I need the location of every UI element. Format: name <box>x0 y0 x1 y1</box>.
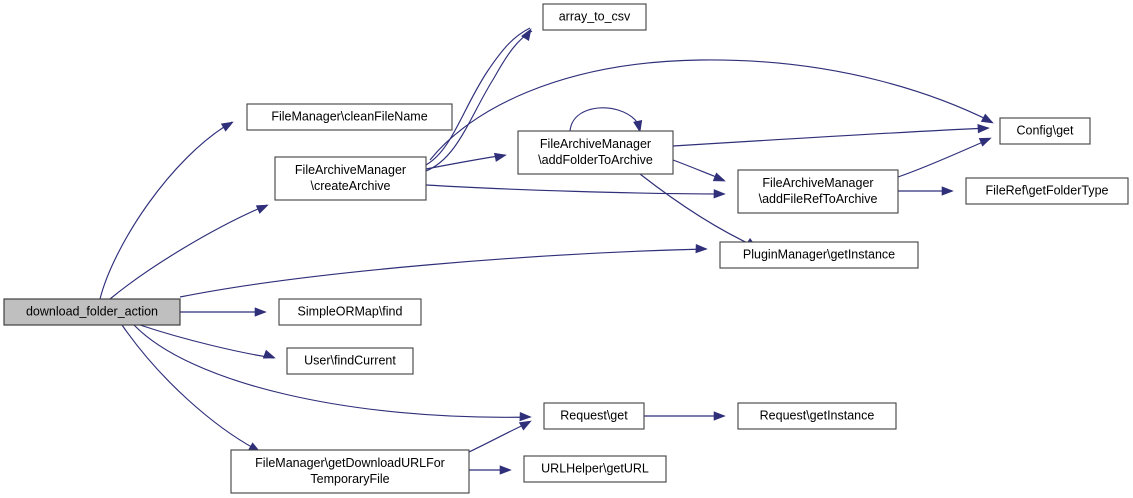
node-label-getDownloadURLForTemporaryFile: FileManager\getDownloadURLFor <box>255 456 445 470</box>
node-box-requestGet[interactable] <box>543 402 645 430</box>
node-box-download_folder_action[interactable] <box>3 298 181 326</box>
arrowhead <box>633 119 643 133</box>
arrowhead <box>262 349 276 359</box>
node-box-urlHelperGetURL[interactable] <box>523 455 667 483</box>
node-box-simpleORMapFind[interactable] <box>278 298 422 326</box>
edge-download_folder_action-to-getDownloadURLForTemporaryFile <box>121 324 260 452</box>
arrowhead <box>255 204 269 214</box>
edge-createArchive-to-configGet <box>429 59 993 161</box>
node-box-pluginManagerGetInstance[interactable] <box>719 241 919 269</box>
arrowhead <box>941 186 954 196</box>
node-label-array_to_csv: array_to_csv <box>559 9 631 23</box>
node-label-addFolderToArchive: FileArchiveManager <box>540 137 651 151</box>
node-box-array_to_csv[interactable] <box>542 3 647 31</box>
arrowhead <box>493 152 507 162</box>
arrowhead <box>977 123 990 134</box>
node-createArchive[interactable]: FileArchiveManager \createArchive <box>274 156 427 201</box>
node-getFolderType[interactable]: FileRef\getFolderType <box>965 177 1129 205</box>
edge-addFileRefToArchive-to-configGet <box>897 138 991 178</box>
node-label-cleanFileName: FileManager\cleanFileName <box>271 109 427 123</box>
node-urlHelperGetURL[interactable]: URLHelper\getURL <box>523 455 667 483</box>
arrowhead <box>712 172 726 182</box>
node-box-requestGetInstance[interactable] <box>737 402 897 430</box>
edge-createArchive-to-array_to_csv <box>425 30 533 172</box>
node-box-configGet[interactable] <box>999 117 1091 145</box>
edge-addFolderToArchive-to-pluginManagerGetInstance <box>639 173 757 248</box>
arrowhead <box>519 411 532 422</box>
edge-download_folder_action-to-requestGet <box>133 324 531 418</box>
arrowhead <box>518 420 532 431</box>
node-label-urlHelperGetURL: URLHelper\getURL <box>541 461 649 475</box>
node-addFolderToArchive[interactable]: FileArchiveManager \addFolderToArchive <box>517 130 674 175</box>
arrowhead <box>695 243 708 254</box>
nodes-layer: download_folder_action FileManager\cleanF… <box>3 3 1129 494</box>
node-label-addFileRefToArchive: \addFileRefToArchive <box>759 192 878 206</box>
node-box-userFindCurrent[interactable] <box>286 347 414 375</box>
node-label-configGet: Config\get <box>1017 123 1075 137</box>
node-label-download_folder_action: download_folder_action <box>26 304 158 318</box>
node-label-simpleORMapFind: SimpleORMap\find <box>298 304 403 318</box>
node-pluginManagerGetInstance[interactable]: PluginManager\getInstance <box>719 241 919 269</box>
arrowhead <box>521 28 532 42</box>
edge-addFolderToArchive-to-addFolderToArchive <box>569 107 641 132</box>
edges-layer <box>99 27 993 471</box>
node-box-getFolderType[interactable] <box>965 177 1129 205</box>
edge-createArchive-to-addFolderToArchive <box>425 154 506 170</box>
node-label-createArchive: FileArchiveManager <box>295 163 406 177</box>
node-box-addFolderToArchive[interactable] <box>517 130 674 175</box>
node-label-userFindCurrent: User\findCurrent <box>304 353 396 367</box>
node-box-addFileRefToArchive[interactable] <box>737 169 899 214</box>
node-box-createArchive[interactable] <box>274 156 427 201</box>
node-userFindCurrent[interactable]: User\findCurrent <box>286 347 414 375</box>
edge-getDownloadURLForTemporaryFile-to-requestGet <box>468 421 531 453</box>
arrowhead <box>713 189 726 199</box>
edge-download_folder_action-to-cleanFileName <box>99 121 233 300</box>
node-array_to_csv[interactable]: array_to_csv <box>542 3 647 31</box>
node-configGet[interactable]: Config\get <box>999 117 1091 145</box>
node-label-requestGetInstance: Request\getInstance <box>760 408 875 422</box>
node-requestGet[interactable]: Request\get <box>543 402 645 430</box>
node-getDownloadURLForTemporaryFile[interactable]: FileManager\getDownloadURLForTemporaryFi… <box>230 449 470 494</box>
node-label-requestGet: Request\get <box>560 408 628 422</box>
node-box-getDownloadURLForTemporaryFile[interactable] <box>230 449 470 494</box>
node-label-pluginManagerGetInstance: PluginManager\getInstance <box>743 247 895 261</box>
node-label-getDownloadURLForTemporaryFile: TemporaryFile <box>310 472 389 486</box>
edge-download_folder_action-to-createArchive <box>109 204 268 300</box>
edge-download_folder_action-to-userFindCurrent <box>139 324 275 359</box>
node-simpleORMapFind[interactable]: SimpleORMap\find <box>278 298 422 326</box>
arrowheads-layer <box>220 28 994 475</box>
arrowhead <box>220 121 234 132</box>
node-label-addFolderToArchive: \addFolderToArchive <box>538 153 653 167</box>
edge-createArchive-to-array_to_csv <box>425 27 531 166</box>
node-box-cleanFileName[interactable] <box>246 103 453 131</box>
node-download_folder_action[interactable]: download_folder_action <box>3 298 181 326</box>
arrowhead <box>254 307 267 317</box>
edge-createArchive-to-addFileRefToArchive <box>425 184 725 195</box>
node-cleanFileName[interactable]: FileManager\cleanFileName <box>246 103 453 131</box>
node-label-addFileRefToArchive: FileArchiveManager <box>762 176 873 190</box>
arrowhead <box>980 113 994 124</box>
node-label-getFolderType: FileRef\getFolderType <box>986 183 1109 197</box>
node-requestGetInstance[interactable]: Request\getInstance <box>737 402 897 430</box>
edge-download_folder_action-to-pluginManagerGetInstance <box>179 248 707 298</box>
arrowhead <box>713 411 726 421</box>
arrowhead <box>978 137 992 147</box>
arrowhead <box>499 465 512 475</box>
node-addFileRefToArchive[interactable]: FileArchiveManager \addFileRefToArchive <box>737 169 899 214</box>
node-label-createArchive: \createArchive <box>311 179 391 193</box>
edge-addFolderToArchive-to-configGet <box>672 127 989 147</box>
